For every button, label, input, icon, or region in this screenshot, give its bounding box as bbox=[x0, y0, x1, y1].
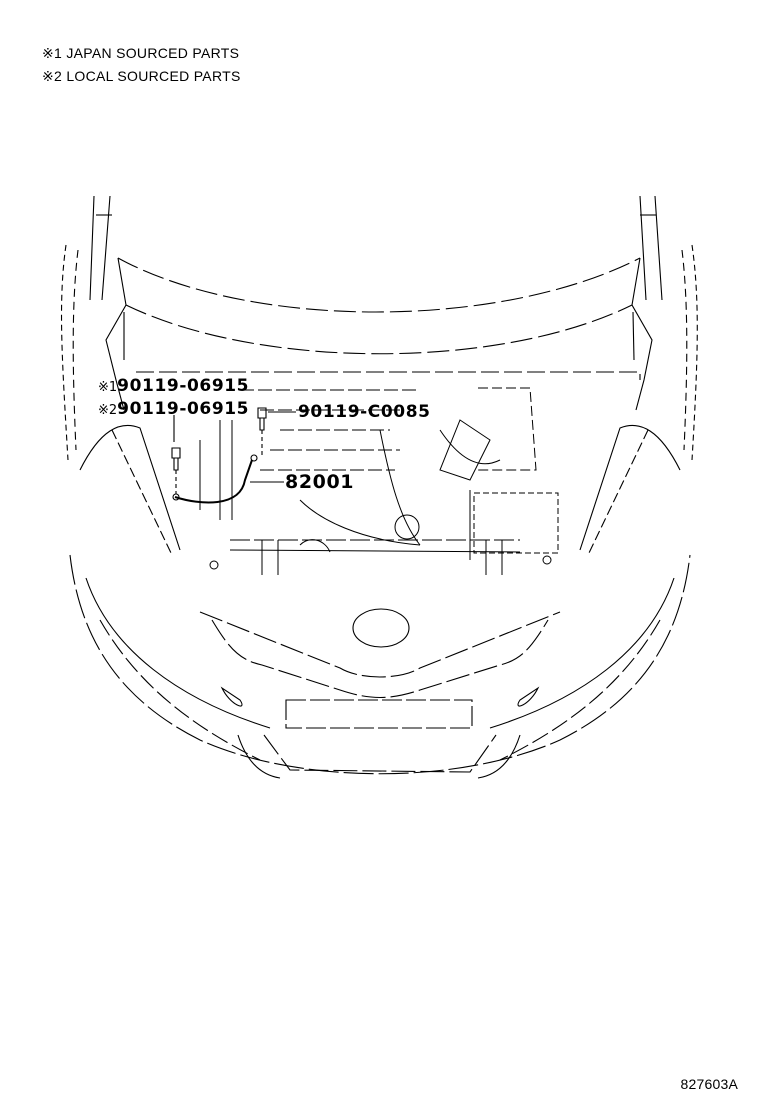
part-number: 90119-C0085 bbox=[298, 402, 431, 422]
fenders bbox=[79, 424, 681, 556]
callout-90119-C0085[interactable]: 90119-C0085 bbox=[298, 402, 431, 422]
hood bbox=[105, 257, 653, 411]
ground-wire bbox=[172, 454, 258, 504]
left-pillar bbox=[60, 195, 112, 461]
callout-90119-06915-local[interactable]: ※290119-06915 bbox=[98, 399, 250, 419]
right-pillar bbox=[639, 195, 698, 461]
figure-id: 827603A bbox=[680, 1076, 738, 1092]
callout-90119-06915-japan[interactable]: ※190119-06915 bbox=[98, 376, 250, 396]
front-bumper bbox=[69, 554, 691, 779]
part-number: 90119-06915 bbox=[117, 399, 250, 419]
part-number: 82001 bbox=[285, 471, 355, 493]
note-text: JAPAN SOURCED PARTS bbox=[66, 45, 240, 61]
bolt-90119-C0085 bbox=[257, 407, 267, 455]
engine-components bbox=[199, 387, 559, 575]
note-japan-sourced: ※1 JAPAN SOURCED PARTS bbox=[42, 42, 241, 65]
legend-notes: ※1 JAPAN SOURCED PARTS ※2 LOCAL SOURCED … bbox=[42, 42, 241, 88]
part-number: 90119-06915 bbox=[117, 376, 250, 396]
note-local-sourced: ※2 LOCAL SOURCED PARTS bbox=[42, 65, 241, 88]
callout-82001[interactable]: 82001 bbox=[285, 472, 354, 492]
bolt-90119-06915 bbox=[171, 415, 181, 494]
note-mark: ※1 bbox=[42, 45, 63, 61]
cowl-line bbox=[136, 371, 641, 380]
note-text: LOCAL SOURCED PARTS bbox=[66, 68, 241, 84]
note-mark: ※2 bbox=[42, 68, 63, 84]
